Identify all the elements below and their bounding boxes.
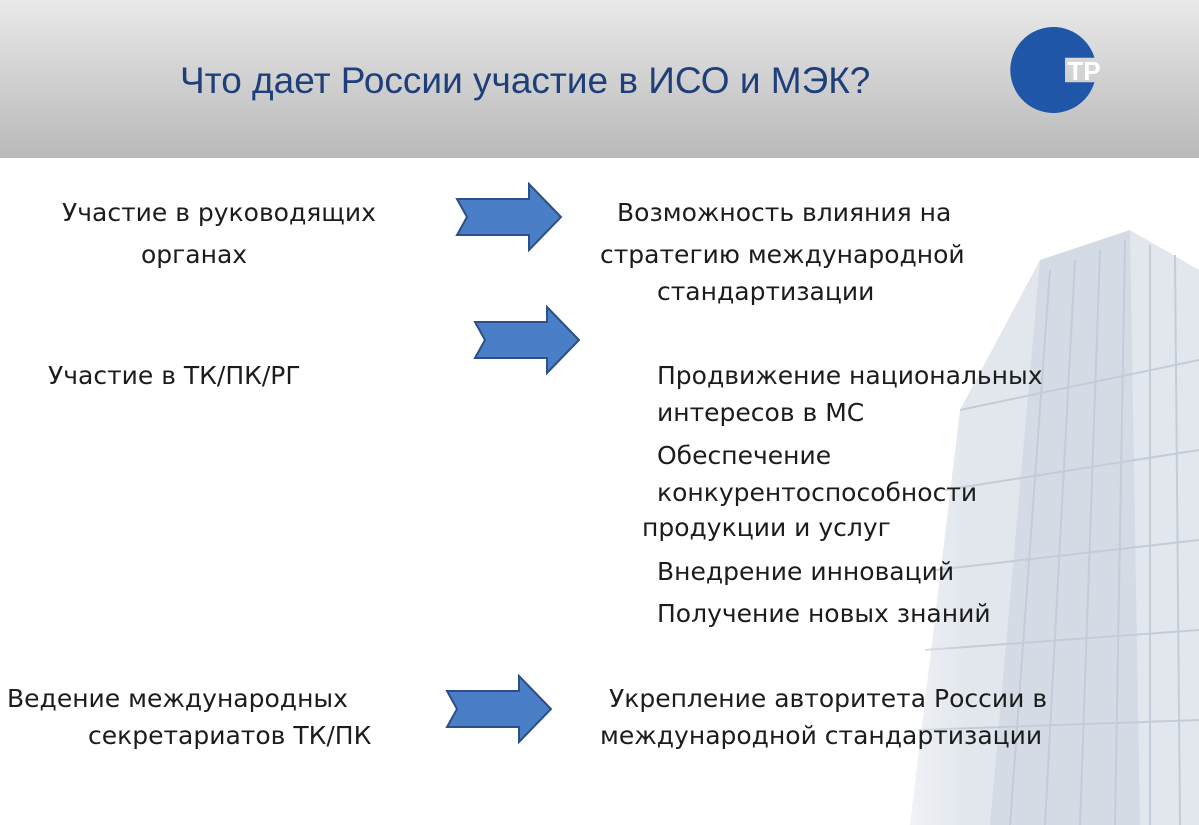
secretariats-label: Ведение международных (7, 684, 348, 713)
governing-bodies-label-line2: органах (141, 240, 248, 269)
influence-strategy-text-line3: стандартизации (657, 277, 875, 306)
benefit-competitiveness-line2: конкурентоспособности (657, 478, 978, 507)
slide-header: Что дает России участие в ИСО и МЭК? ТР (0, 0, 1199, 158)
influence-strategy-text-line2: стратегию международной (600, 240, 965, 269)
benefit-new-knowledge: Получение новых знаний (657, 599, 991, 628)
benefit-national-interests: Продвижение национальных (657, 361, 1043, 390)
slide-title: Что дает России участие в ИСО и МЭК? (180, 60, 871, 101)
company-logo: ТР (1010, 27, 1101, 114)
authority-text: Укрепление авторитета России в (609, 684, 1048, 713)
benefit-national-interests-line2: интересов в МС (657, 398, 865, 427)
benefit-competitiveness-line3: продукции и услуг (642, 513, 891, 542)
secretariats-label-line2: секретариатов ТК/ПК (88, 721, 372, 750)
right-arrow-icon (445, 674, 553, 744)
influence-strategy-text: Возможность влияния на (617, 198, 952, 227)
benefit-competitiveness: Обеспечение (657, 441, 832, 470)
benefit-innovations: Внедрение инноваций (657, 557, 955, 586)
authority-text-line2: международной стандартизации (600, 721, 1043, 750)
right-arrow-icon (473, 305, 581, 375)
logo-text: ТР (1067, 56, 1100, 86)
governing-bodies-label: Участие в руководящих (62, 198, 376, 227)
tc-participation-label: Участие в ТК/ПК/РГ (48, 361, 301, 390)
building-background-image (840, 160, 1199, 825)
right-arrow-icon (455, 182, 563, 252)
